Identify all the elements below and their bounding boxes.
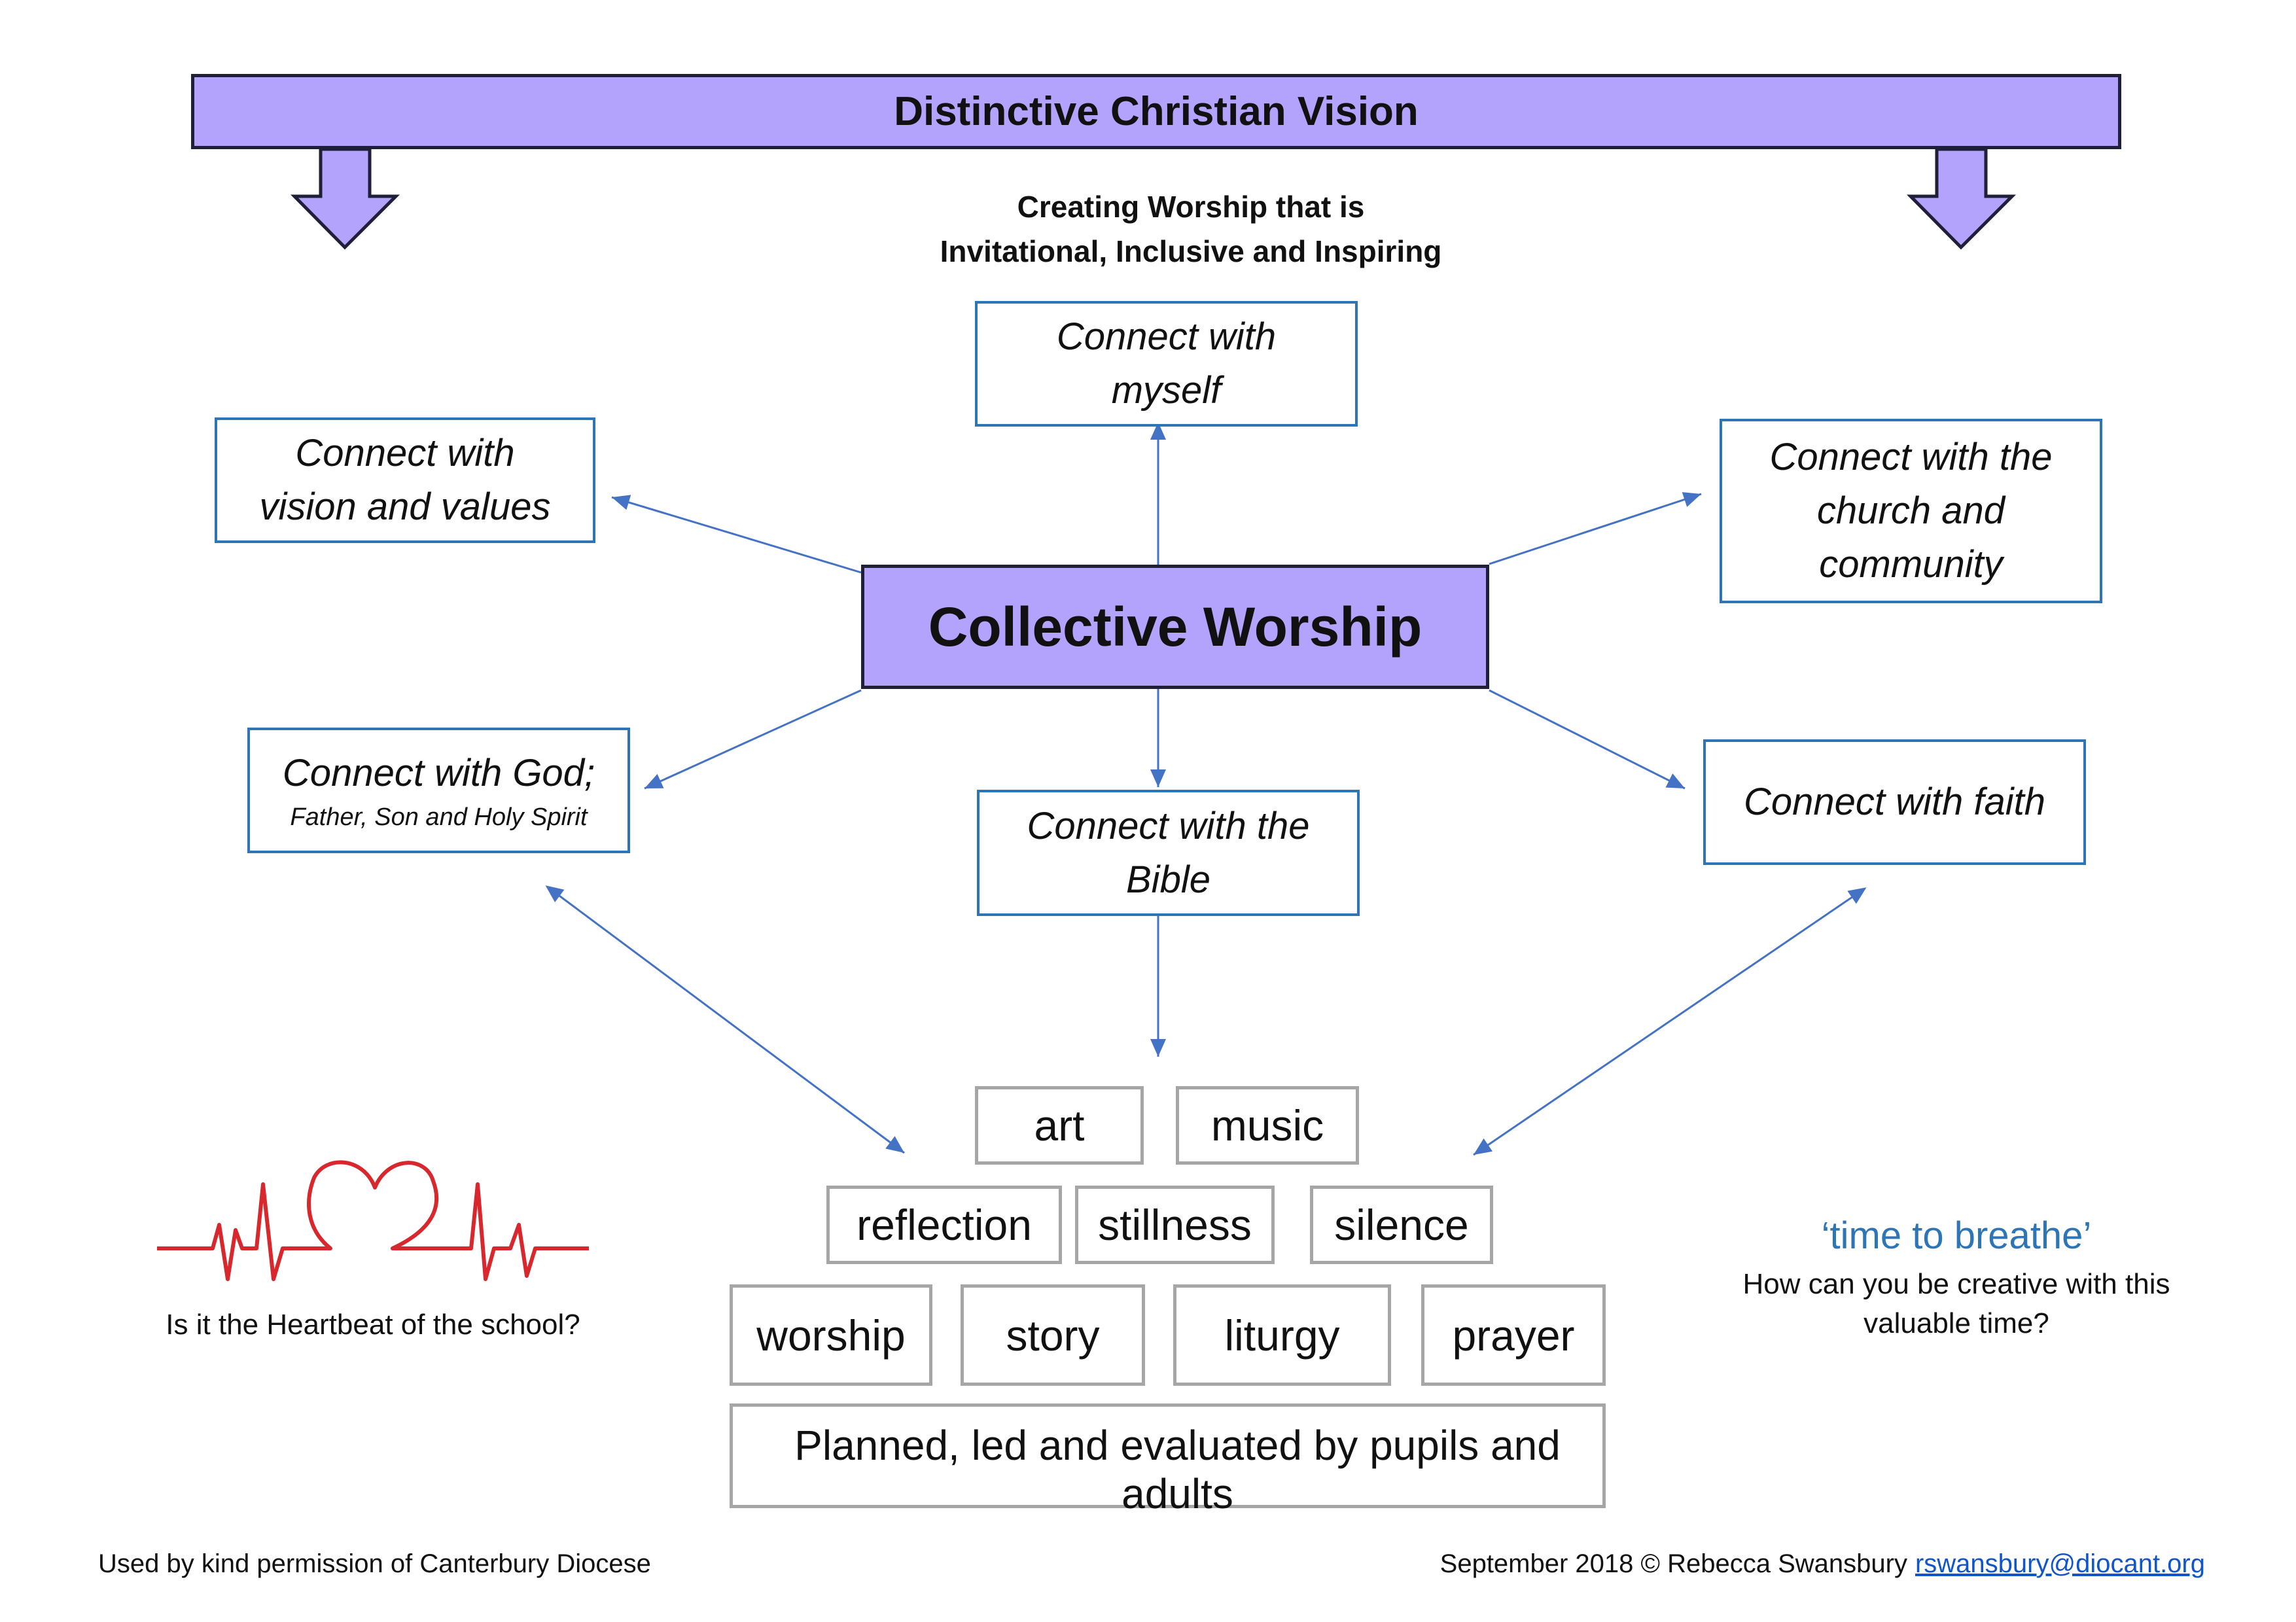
- activity-prayer-label: prayer: [1452, 1311, 1575, 1360]
- left-down-arrow-icon: [291, 147, 400, 250]
- activity-worship-label: worship: [756, 1311, 906, 1360]
- activity-silence: silence: [1310, 1186, 1493, 1264]
- subtitle: Creating Worship that is Invitational, I…: [785, 183, 1597, 275]
- connect-church-line3: community: [1819, 543, 2003, 586]
- arrow-to-god: [644, 689, 862, 790]
- connect-faith-line1: Connect with faith: [1743, 781, 2046, 823]
- connect-vision-box: Connect with vision and values: [215, 417, 595, 543]
- activity-art-label: art: [1034, 1101, 1085, 1150]
- footer-email-link[interactable]: rswansbury@diocant.org: [1915, 1549, 2205, 1578]
- heartbeat-caption-text: Is it the Heartbeat of the school?: [166, 1309, 580, 1341]
- connect-bible-box: Connect with the Bible: [977, 790, 1360, 916]
- activity-stillness-label: stillness: [1098, 1201, 1252, 1249]
- footer-permission: Used by kind permission of Canterbury Di…: [98, 1544, 752, 1583]
- vision-banner: Distinctive Christian Vision: [191, 74, 2121, 149]
- activity-silence-label: silence: [1334, 1201, 1469, 1249]
- activity-story-label: story: [1006, 1311, 1100, 1360]
- activity-worship: worship: [730, 1284, 932, 1386]
- arrow-to-church: [1489, 492, 1702, 565]
- activity-reflection-label: reflection: [857, 1201, 1032, 1249]
- right-down-arrow-icon: [1907, 147, 2017, 250]
- connect-god-box: Connect with God; Father, Son and Holy S…: [247, 728, 630, 853]
- connect-bible-line1: Connect with the: [1027, 804, 1310, 847]
- heartbeat-heart-icon: [157, 1160, 589, 1281]
- activity-liturgy-label: liturgy: [1224, 1311, 1340, 1360]
- connect-vision-line2: vision and values: [259, 485, 551, 528]
- footer-credit-text: September 2018 © Rebecca Swansbury: [1439, 1549, 1907, 1578]
- subtitle-line1: Creating Worship that is: [1017, 190, 1365, 224]
- connect-faith-box: Connect with faith: [1703, 739, 2086, 865]
- activity-prayer: prayer: [1421, 1284, 1606, 1386]
- arrow-to-vision: [611, 495, 862, 574]
- connect-bible-line2: Bible: [1126, 858, 1210, 901]
- breathe-question-line1: How can you be creative with this: [1742, 1268, 2170, 1300]
- activity-art: art: [975, 1086, 1144, 1165]
- activity-liturgy: liturgy: [1173, 1284, 1391, 1386]
- connect-myself-line2: myself: [1111, 369, 1222, 412]
- arrow-to-faith: [1489, 689, 1686, 790]
- connect-god-line1: Connect with God;: [282, 752, 595, 794]
- breathe-title-text: ‘time to breathe’: [1821, 1214, 2092, 1257]
- central-title: Collective Worship: [928, 595, 1422, 658]
- footer-credit: September 2018 © Rebecca Swansbury rswan…: [1335, 1544, 2205, 1583]
- breathe-title: ‘time to breathe’: [1708, 1209, 2205, 1261]
- planned-box: Planned, led and evaluated by pupils and…: [730, 1403, 1606, 1517]
- collective-worship-box: Collective Worship: [861, 565, 1489, 689]
- activity-story: story: [961, 1284, 1145, 1386]
- connect-church-line2: church and: [1817, 489, 2005, 532]
- activity-stillness: stillness: [1075, 1186, 1275, 1264]
- activity-music-label: music: [1210, 1101, 1324, 1150]
- heartbeat-caption: Is it the Heartbeat of the school?: [118, 1305, 628, 1345]
- arrow-faith-activities: [1473, 887, 1867, 1156]
- arrow-god-activities: [545, 885, 905, 1154]
- connect-church-line1: Connect with the: [1769, 436, 2053, 478]
- breathe-question: How can you be creative with this valuab…: [1688, 1261, 2225, 1347]
- activity-music: music: [1176, 1086, 1359, 1165]
- connect-vision-line1: Connect with: [295, 432, 515, 474]
- connect-church-box: Connect with the church and community: [1720, 419, 2102, 603]
- connect-myself-line1: Connect with: [1056, 315, 1277, 358]
- activity-reflection: reflection: [826, 1186, 1062, 1264]
- banner-title: Distinctive Christian Vision: [894, 89, 1419, 134]
- subtitle-line2: Invitational, Inclusive and Inspiring: [940, 234, 1442, 268]
- planned-label: Planned, led and evaluated by pupils and…: [794, 1422, 1561, 1517]
- connect-god-line2: Father, Son and Holy Spirit: [290, 803, 588, 831]
- connect-myself-box: Connect with myself: [975, 301, 1358, 427]
- breathe-question-line2: valuable time?: [1863, 1307, 2049, 1339]
- footer-permission-text: Used by kind permission of Canterbury Di…: [98, 1549, 651, 1578]
